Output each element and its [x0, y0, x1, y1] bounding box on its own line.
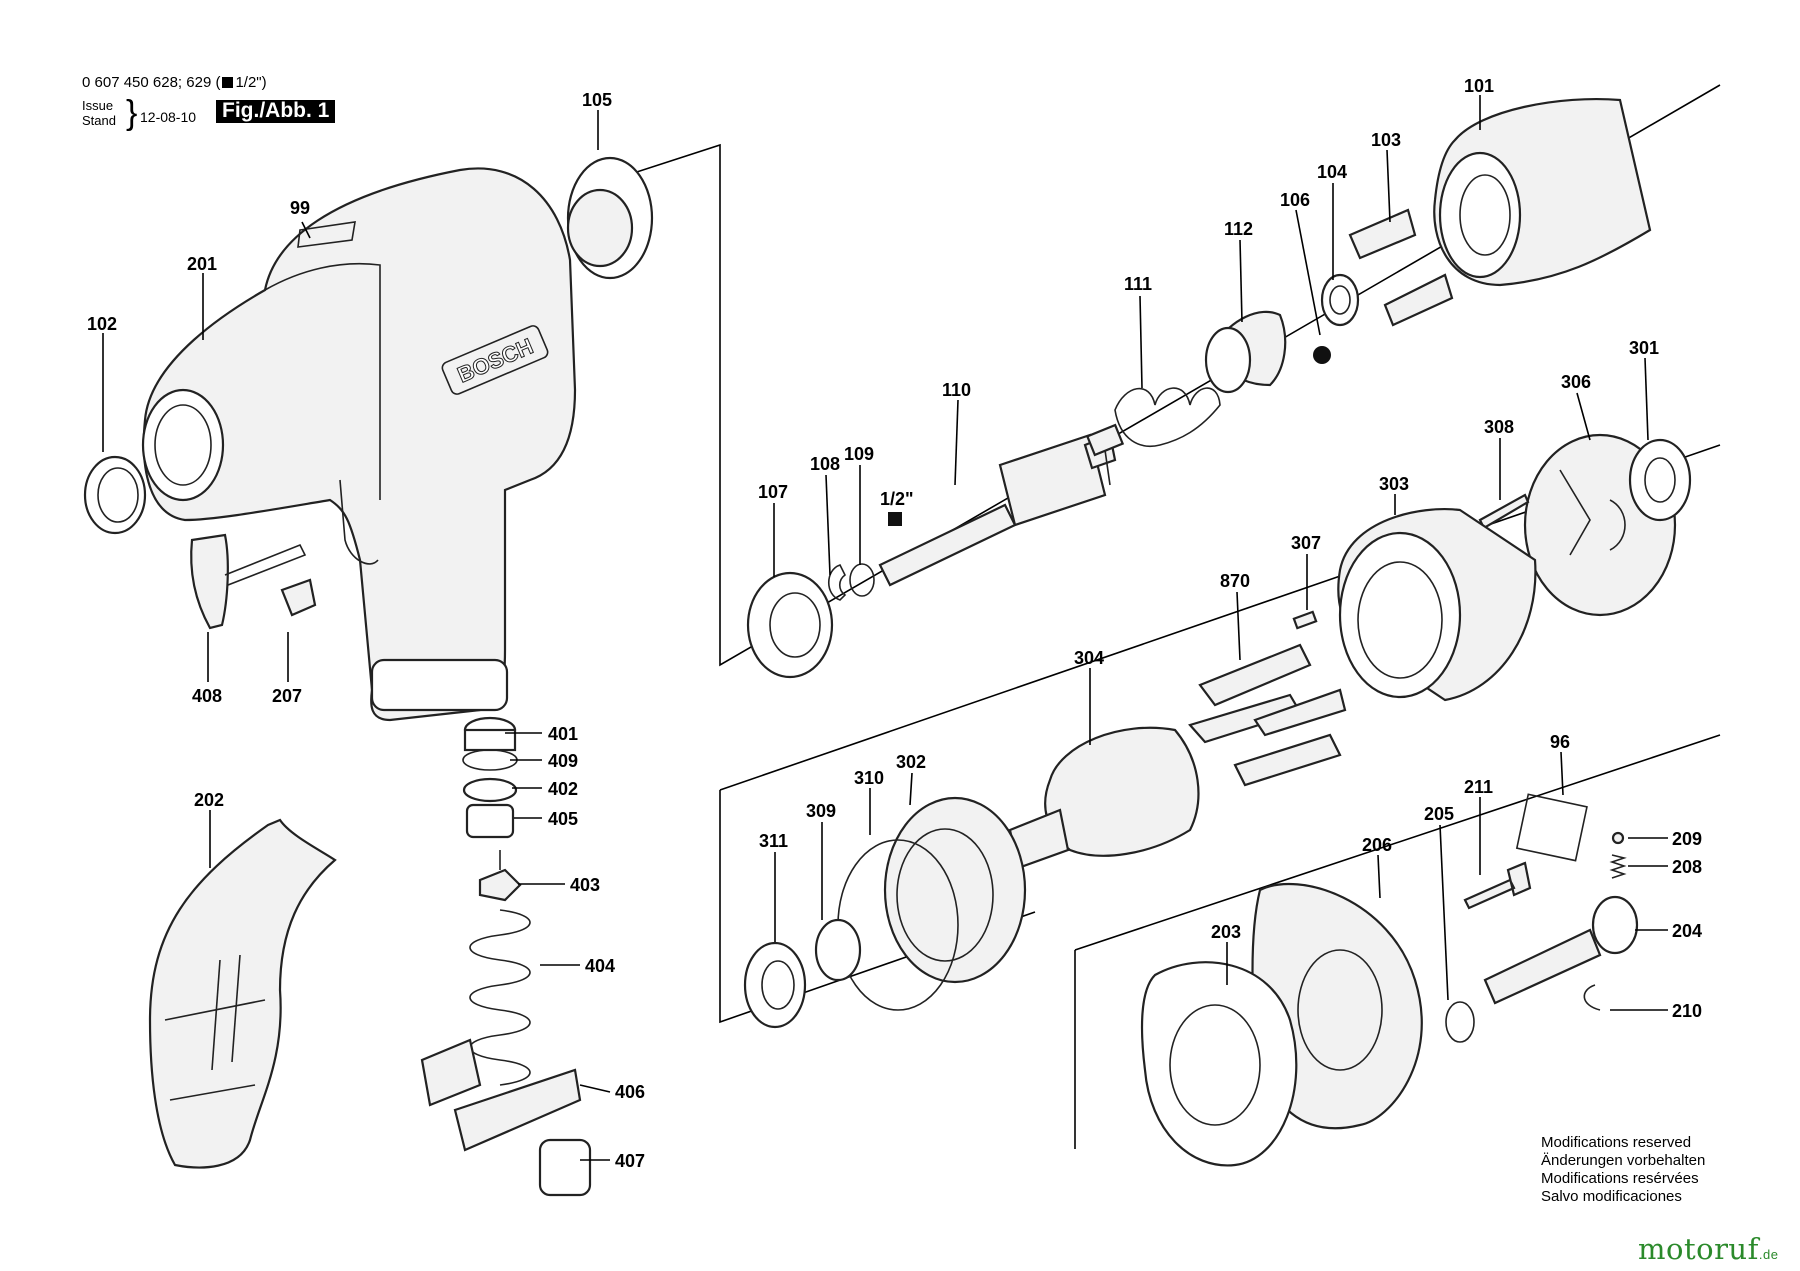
label-211: 211 — [1464, 777, 1493, 797]
drive-size-label: 1/2" — [880, 489, 914, 509]
label-205: 205 — [1424, 804, 1454, 824]
label-303: 303 — [1379, 474, 1409, 494]
label-101: 101 — [1464, 76, 1494, 96]
part-107-seal — [746, 571, 834, 679]
label-204: 204 — [1672, 921, 1702, 941]
label-405: 405 — [548, 809, 578, 829]
label-105: 105 — [582, 90, 612, 110]
part-302-end-plate — [883, 796, 1027, 984]
part-209-ball — [1611, 831, 1625, 845]
label-110: 110 — [942, 380, 971, 400]
part-303-cylinder — [1337, 508, 1537, 702]
part-408-trigger — [190, 533, 307, 630]
label-402: 402 — [548, 779, 578, 799]
tool-housing: BOSCH — [141, 167, 577, 722]
label-306: 306 — [1561, 372, 1591, 392]
brace-icon: } — [126, 94, 138, 132]
part-101-housing — [1433, 97, 1652, 287]
part-307-pin — [1292, 610, 1318, 630]
label-111: 111 — [1124, 274, 1152, 294]
document-number: 0 607 450 628; 629 (1/2") — [82, 74, 267, 91]
part-106-ball — [1313, 346, 1331, 364]
part-308-pin — [1478, 493, 1530, 530]
label-309: 309 — [806, 801, 836, 821]
part-103-pins — [1348, 208, 1454, 327]
label-210: 210 — [1672, 1001, 1702, 1021]
label-307: 307 — [1291, 533, 1321, 553]
label-302: 302 — [896, 752, 926, 772]
part-96-label — [1515, 793, 1588, 862]
part-labels: 105 99 201 102 408 207 401 409 402 405 4… — [87, 76, 1702, 1171]
modifications-line: Salvo modificaciones — [1541, 1188, 1682, 1205]
label-103: 103 — [1371, 130, 1401, 150]
part-211-screw — [1463, 861, 1532, 910]
part-301-bearing — [1628, 438, 1692, 522]
label-301: 301 — [1629, 338, 1659, 358]
modifications-line: Modifications reserved — [1541, 1134, 1692, 1151]
label-104: 104 — [1317, 162, 1347, 182]
label-404: 404 — [585, 956, 615, 976]
part-112-bushing — [1204, 310, 1287, 394]
part-210-clip — [1583, 984, 1601, 1011]
label-308: 308 — [1484, 417, 1514, 437]
label-310: 310 — [854, 768, 884, 788]
label-209: 209 — [1672, 829, 1702, 849]
label-102: 102 — [87, 314, 117, 334]
part-110-anvil-shaft — [878, 423, 1125, 587]
part-203-gasket — [1140, 961, 1298, 1167]
label-112: 112 — [1224, 219, 1253, 239]
leader-lines — [102, 95, 1668, 1161]
label-311: 311 — [759, 831, 788, 851]
label-407: 407 — [615, 1151, 645, 1171]
figure-label: Fig./Abb. 1 — [216, 100, 336, 123]
label-304: 304 — [1074, 648, 1104, 668]
part-205-oring — [1445, 1001, 1475, 1043]
part-208-spring — [1609, 854, 1627, 879]
part-202-grip — [148, 818, 337, 1169]
label-403: 403 — [570, 875, 600, 895]
modifications-note: Modifications reserved Änderungen vorbeh… — [1541, 1134, 1705, 1206]
part-304-rotor — [1008, 726, 1200, 870]
part-108-clip — [827, 564, 847, 601]
label-107: 107 — [758, 482, 788, 502]
label-206: 206 — [1362, 835, 1392, 855]
label-870: 870 — [1220, 571, 1250, 591]
part-207-pin — [280, 578, 317, 617]
label-201: 201 — [187, 254, 217, 274]
label-406: 406 — [615, 1082, 645, 1102]
part-311-bearing — [743, 941, 807, 1029]
part-102-ring — [83, 455, 147, 535]
label-401: 401 — [548, 724, 578, 744]
label-96: 96 — [1550, 732, 1570, 752]
part-105-cap — [566, 156, 654, 280]
issue-label: Issue Stand — [82, 98, 116, 128]
part-109-oring — [849, 563, 875, 597]
part-309-ring — [814, 918, 862, 982]
part-870-vanes — [1188, 643, 1347, 787]
square-drive-icon — [222, 77, 234, 88]
part-104-ring — [1320, 273, 1360, 327]
label-106: 106 — [1280, 190, 1310, 210]
issue-date: 12-08-10 — [140, 109, 197, 125]
brand-watermark: motoruf.de — [1638, 1232, 1779, 1266]
label-109: 109 — [844, 444, 874, 464]
valve-stack — [420, 716, 592, 1197]
part-111-spring — [1114, 387, 1221, 447]
square-drive-icon — [888, 512, 902, 526]
brand-tld: .de — [1758, 1247, 1779, 1262]
modifications-line: Modifications resérvées — [1541, 1170, 1699, 1187]
label-208: 208 — [1672, 857, 1702, 877]
modifications-line: Änderungen vorbehalten — [1541, 1152, 1706, 1169]
label-207: 207 — [272, 686, 302, 706]
label-203: 203 — [1211, 922, 1241, 942]
part-204-reverse-valve — [1483, 895, 1639, 1005]
label-202: 202 — [194, 790, 224, 810]
label-408: 408 — [192, 686, 222, 706]
label-99: 99 — [290, 198, 310, 218]
label-409: 409 — [548, 751, 578, 771]
label-108: 108 — [810, 454, 840, 474]
